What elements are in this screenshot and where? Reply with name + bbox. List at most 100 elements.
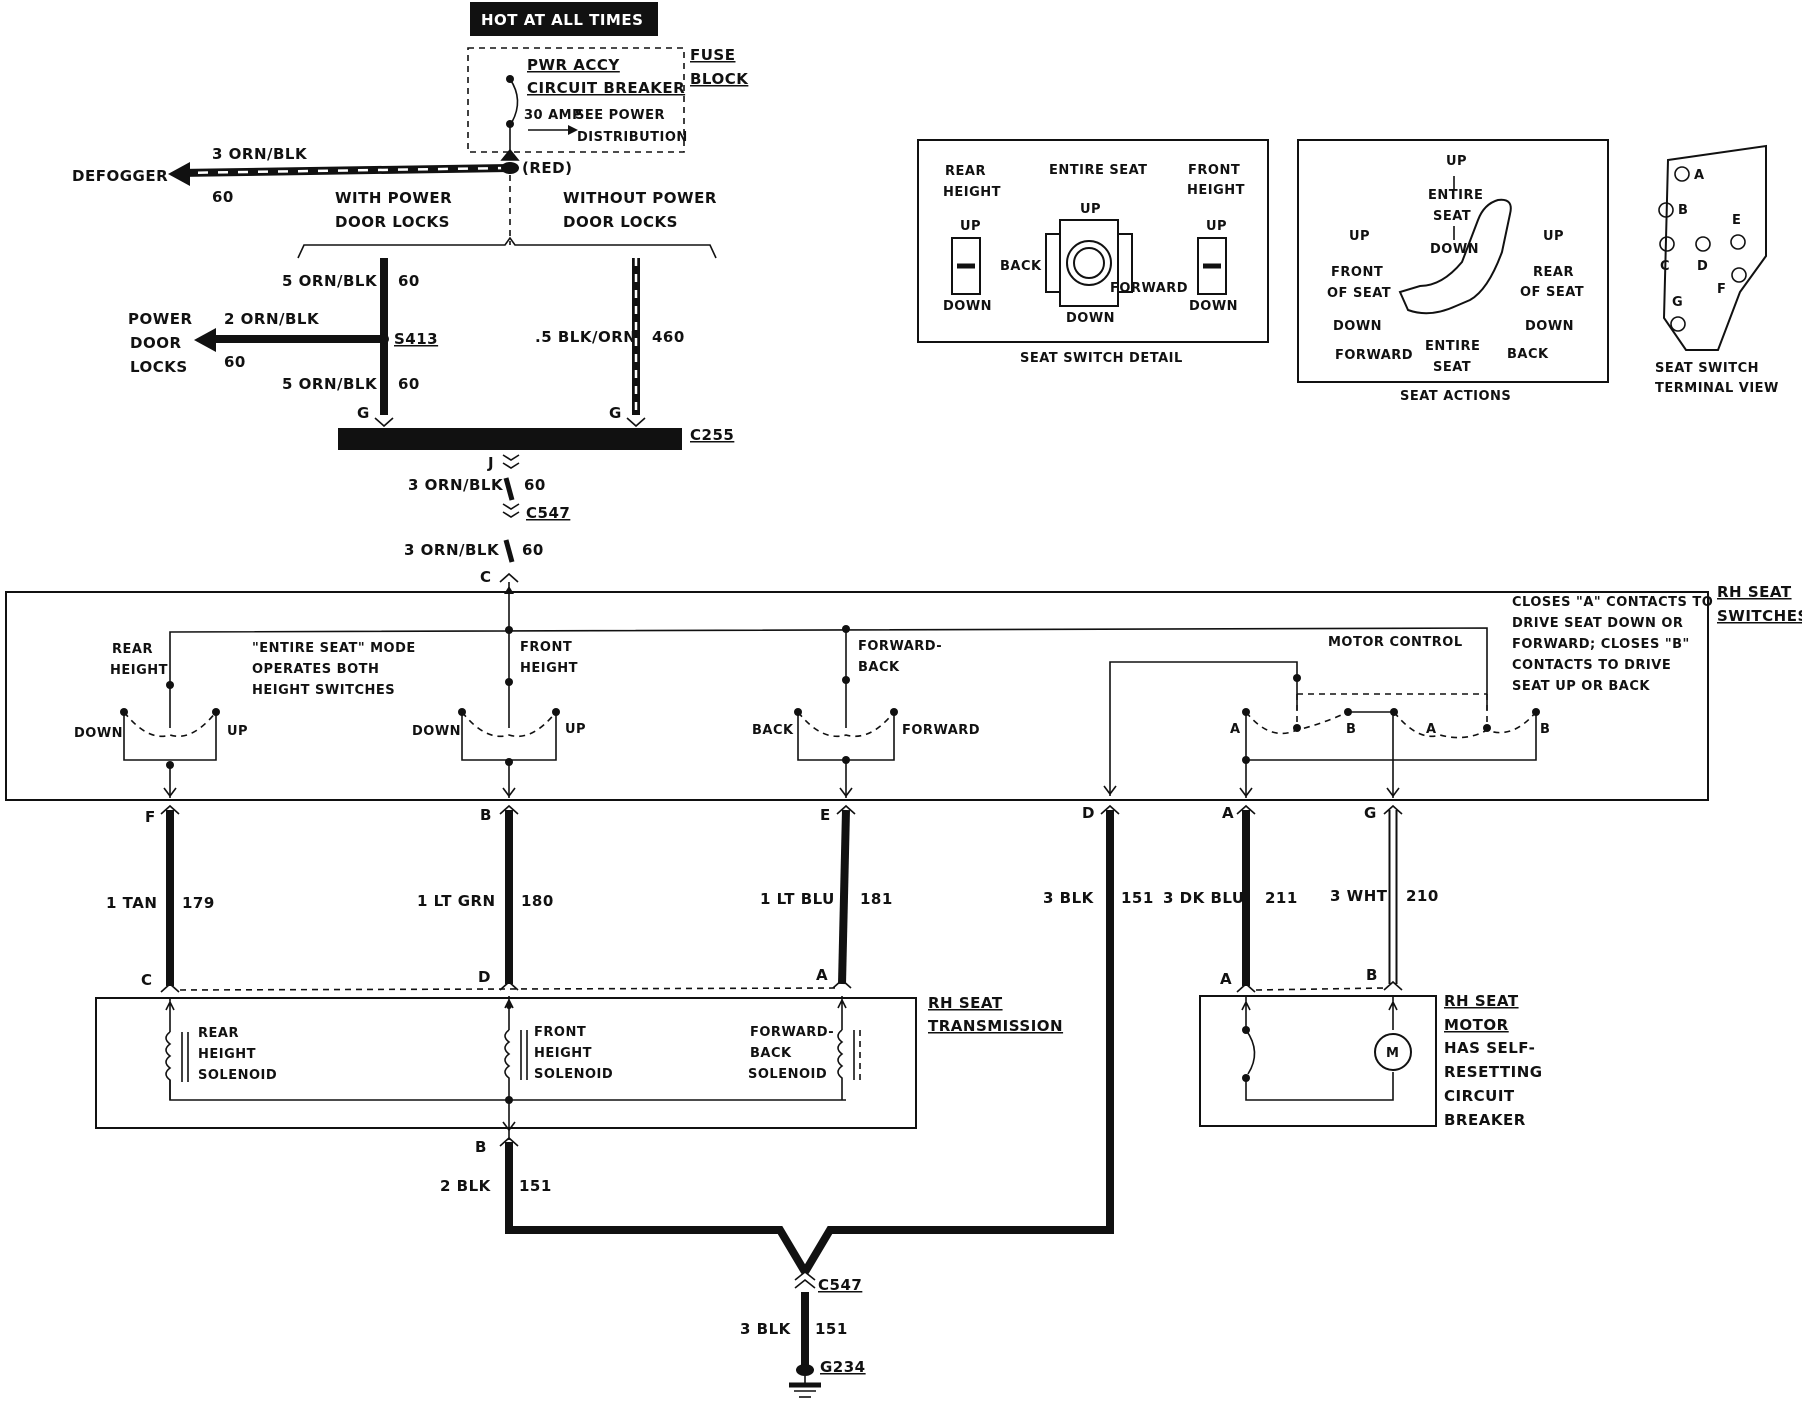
sd-front-label-2: HEIGHT	[1187, 183, 1245, 198]
see-distribution-label: DISTRIBUTION	[577, 130, 688, 145]
wire-181	[838, 809, 850, 985]
ground-circ-1: 151	[519, 1177, 552, 1195]
circuit-breaker-label: CIRCUIT BREAKER	[527, 79, 685, 97]
rh-seat-switches-title-2: SWITCHES	[1717, 607, 1802, 625]
pwr-accy-label: PWR ACCY	[527, 56, 620, 74]
power-door-locks-label-1: POWER	[128, 310, 193, 328]
pin-e: E	[820, 806, 831, 824]
s2-label-3: SOLENOID	[534, 1067, 613, 1082]
sw-note-3: HEIGHT SWITCHES	[252, 683, 395, 698]
sa-rear-2: OF SEAT	[1520, 285, 1584, 300]
rear-height-solenoid	[165, 998, 846, 1101]
motor-control-switch-contacts	[1103, 661, 1540, 798]
sd-rear-label: REAR	[945, 164, 986, 179]
sd-entire-label: ENTIRE SEAT	[1049, 163, 1148, 178]
terminal-view-caption-1: SEAT SWITCH	[1655, 361, 1759, 376]
pin-b-sw: B	[480, 806, 492, 824]
ground-g234: G234	[820, 1358, 866, 1376]
hot-at-all-times-label-bg	[470, 2, 658, 36]
wire-181-circuit: 181	[860, 890, 893, 908]
left-pin-g: G	[357, 404, 370, 422]
front-height-switch	[1197, 237, 1227, 295]
tv-f: F	[1717, 282, 1726, 297]
pdl-wire-circuit: 60	[224, 353, 246, 371]
pin-d-sw: D	[1082, 804, 1095, 822]
sd-down-right: DOWN	[1189, 299, 1238, 314]
without-power-door-locks-label: WITHOUT POWER	[563, 189, 717, 207]
left-wire-top-label: 5 ORN/BLK	[282, 272, 378, 290]
motor-internal-breaker	[1241, 996, 1394, 1101]
sd-up-left: UP	[960, 219, 981, 234]
s3-label-1: FORWARD-	[750, 1025, 834, 1040]
sd-back: BACK	[1000, 259, 1042, 274]
sa-front-1: FRONT	[1331, 265, 1383, 280]
pin-d-trans: D	[478, 968, 491, 986]
ground-wire-2: 3 BLK	[740, 1320, 792, 1338]
wire-3orn-1: 3 ORN/BLK	[408, 476, 504, 494]
wire-210-label: 3 WHT	[1330, 887, 1388, 905]
without-power-door-locks-label-2: DOOR LOCKS	[563, 213, 678, 231]
motor-title-2: MOTOR	[1444, 1016, 1509, 1034]
right-wire-circuit: 460	[652, 328, 685, 346]
sw2-down: DOWN	[412, 724, 461, 739]
with-power-door-locks-label: WITH POWER	[335, 189, 452, 207]
pin-f: F	[145, 808, 156, 826]
ground-icon	[789, 1376, 821, 1398]
tv-g: G	[1672, 295, 1683, 310]
sw-motor-control-label: MOTOR CONTROL	[1328, 635, 1463, 650]
fuse-block-box	[467, 47, 685, 153]
sa-down-left: DOWN	[1333, 319, 1382, 334]
sw3-back: BACK	[752, 723, 794, 738]
pin-c-trans: C	[141, 971, 153, 989]
transmission-title-1: RH SEAT	[928, 994, 1003, 1012]
sa-down-top: DOWN	[1430, 242, 1479, 257]
defogger-wire	[168, 162, 511, 186]
sw-rear-label-2: HEIGHT	[110, 663, 168, 678]
sa-rear-1: REAR	[1533, 265, 1574, 280]
sd-up-center: UP	[1080, 202, 1101, 217]
sw1-down: DOWN	[74, 726, 123, 741]
right-wire-label: .5 BLK/ORN	[535, 328, 636, 346]
pin-a-motor: A	[1220, 970, 1232, 988]
splice-s413: S413	[394, 330, 438, 348]
mc-a1: A	[1230, 722, 1241, 737]
sa-down-right: DOWN	[1525, 319, 1574, 334]
defogger-wire-label: 3 ORN/BLK	[212, 145, 308, 163]
sw-rear-label-1: REAR	[112, 642, 153, 657]
option-bracket	[297, 236, 717, 259]
transmission-title-2: TRANSMISSION	[928, 1017, 1063, 1035]
sd-forward: FORWARD	[1110, 281, 1188, 296]
sw2-up: UP	[565, 722, 586, 737]
svg-text:M: M	[1386, 1046, 1399, 1061]
sw-closes-3: FORWARD; CLOSES "B"	[1512, 637, 1690, 652]
pdl-wire-label: 2 ORN/BLK	[224, 310, 320, 328]
right-pin-g: G	[609, 404, 622, 422]
s2-label-2: HEIGHT	[534, 1046, 592, 1061]
c255-connector-bar	[338, 428, 682, 450]
tv-e: E	[1732, 213, 1741, 228]
motor-note-1: HAS SELF-	[1444, 1039, 1535, 1057]
sa-up-left: UP	[1349, 229, 1370, 244]
wire-151-main	[801, 810, 1114, 1275]
sw3-forward: FORWARD	[902, 723, 980, 738]
s1-label-3: SOLENOID	[198, 1068, 277, 1083]
sd-up-right: UP	[1206, 219, 1227, 234]
s3-label-2: BACK	[750, 1046, 792, 1061]
tv-d: D	[1697, 259, 1708, 274]
wire-180-label: 1 LT GRN	[417, 892, 496, 910]
circuit-breaker-symbol	[500, 75, 520, 161]
defogger-circuit: 60	[212, 188, 234, 206]
wire-210-circuit: 210	[1406, 887, 1439, 905]
sa-up-top: UP	[1446, 154, 1467, 169]
red-connector	[501, 162, 519, 174]
terminal-view-caption-2: TERMINAL VIEW	[1655, 381, 1779, 396]
ground-pin-b: B	[475, 1138, 487, 1156]
sa-up-right: UP	[1543, 229, 1564, 244]
sd-down-center: DOWN	[1066, 311, 1115, 326]
sw-front-label-1: FRONT	[520, 640, 572, 655]
wire-211-circuit: 211	[1265, 889, 1298, 907]
ground-wire-1: 2 BLK	[440, 1177, 492, 1195]
tv-b: B	[1678, 203, 1688, 218]
s1-label-1: REAR	[198, 1026, 239, 1041]
